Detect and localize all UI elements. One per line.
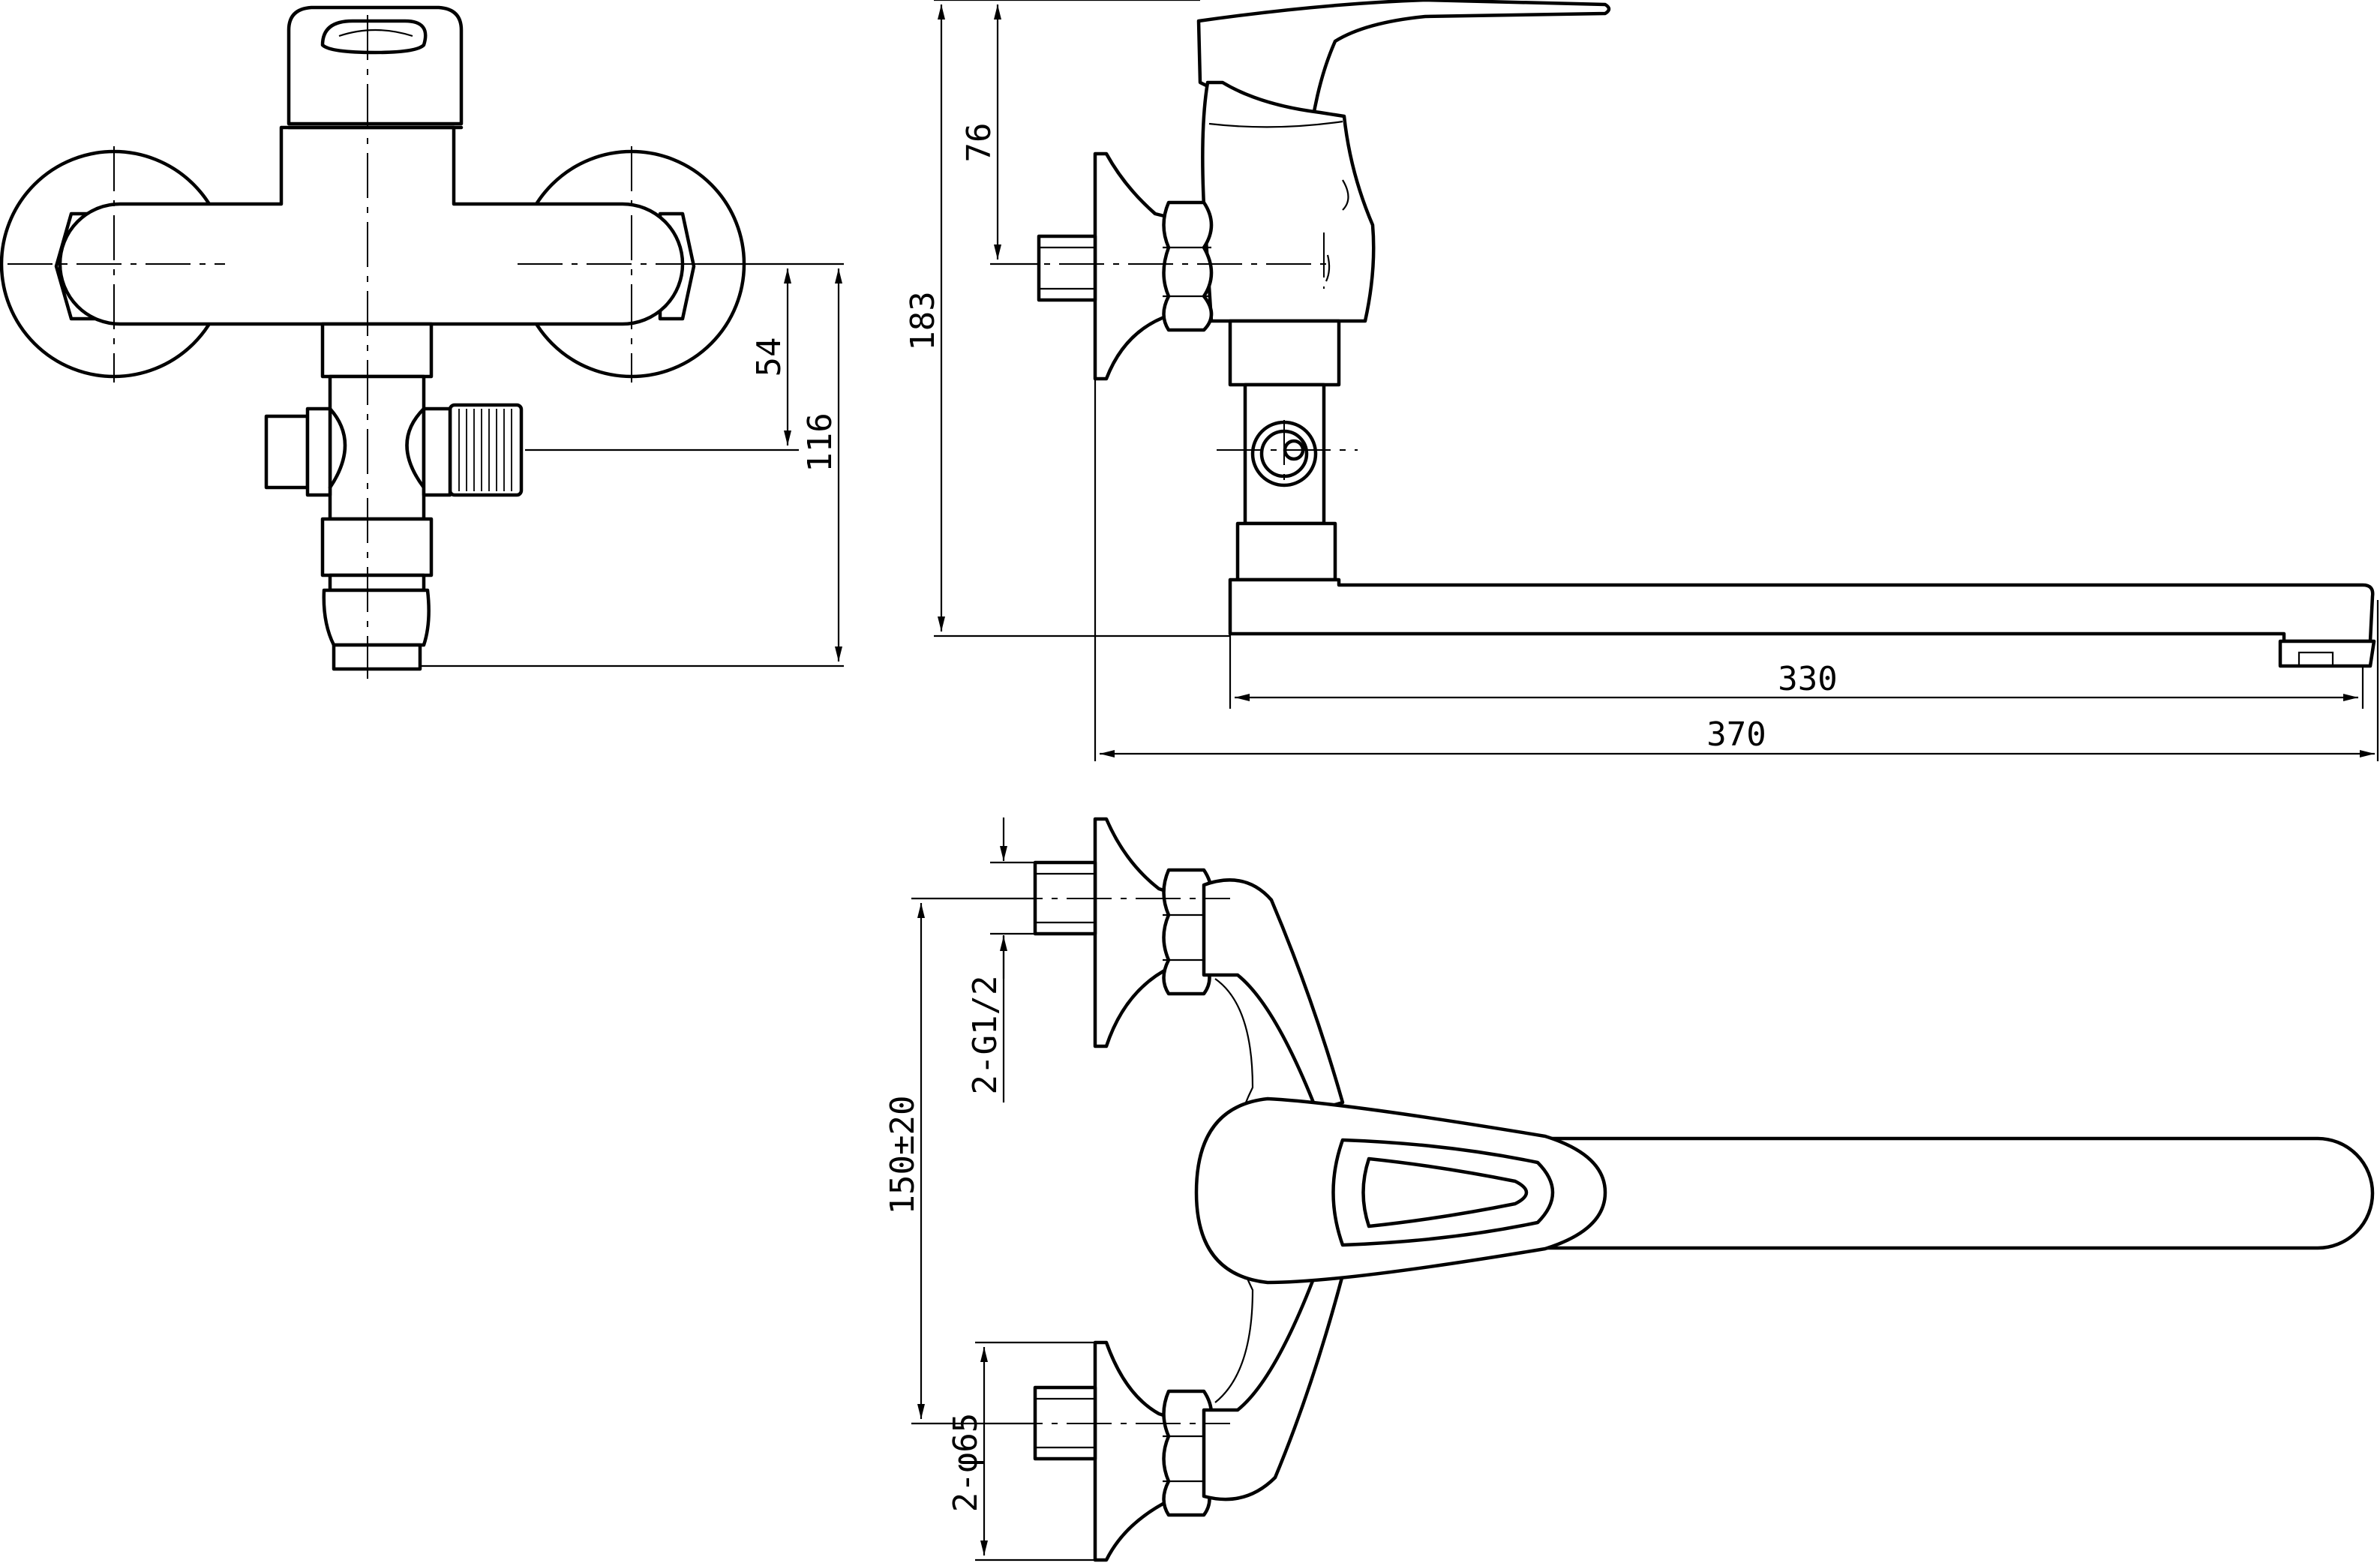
dim-overall-length: 370 — [1706, 716, 1766, 754]
side-view: 183 76 330 370 — [904, 0, 2379, 761]
dim-side-total-height: 183 — [904, 291, 942, 350]
side-spout — [1228, 578, 2375, 644]
top-lever-opening — [1361, 1156, 1529, 1228]
dim-spout-reach: 330 — [1778, 660, 1837, 698]
dim-front-upper: 54 — [750, 338, 788, 377]
mixer-body — [58, 125, 685, 326]
dim-side-handle: 76 — [960, 123, 998, 163]
front-view: 54 116 — [0, 5, 844, 679]
side-flange — [1093, 152, 1172, 381]
lower-nut — [320, 517, 434, 578]
side-hex-nut — [1162, 200, 1214, 332]
knurled-knob — [448, 403, 524, 497]
lever-cap-opening — [320, 19, 428, 55]
top-lower-flange — [1093, 1340, 1172, 1562]
lower-outlet — [322, 588, 431, 647]
top-spout — [1490, 1136, 2375, 1250]
top-body — [1202, 878, 1345, 1112]
dim-inlet-thread: 2-G1/2 — [966, 976, 1004, 1095]
top-view: 150±20 2-G1/2 2-φ65 — [884, 817, 2375, 1562]
dim-front-total: 116 — [801, 412, 839, 472]
dim-centre-distance: 150±20 — [884, 1096, 922, 1215]
diverter-collar — [320, 322, 434, 379]
dim-flange-diameter: 2-φ65 — [947, 1413, 985, 1512]
left-side-outlet — [264, 414, 310, 490]
top-upper-flange — [1093, 817, 1172, 1048]
side-body — [1201, 80, 1376, 323]
side-inlet — [1037, 234, 1097, 302]
